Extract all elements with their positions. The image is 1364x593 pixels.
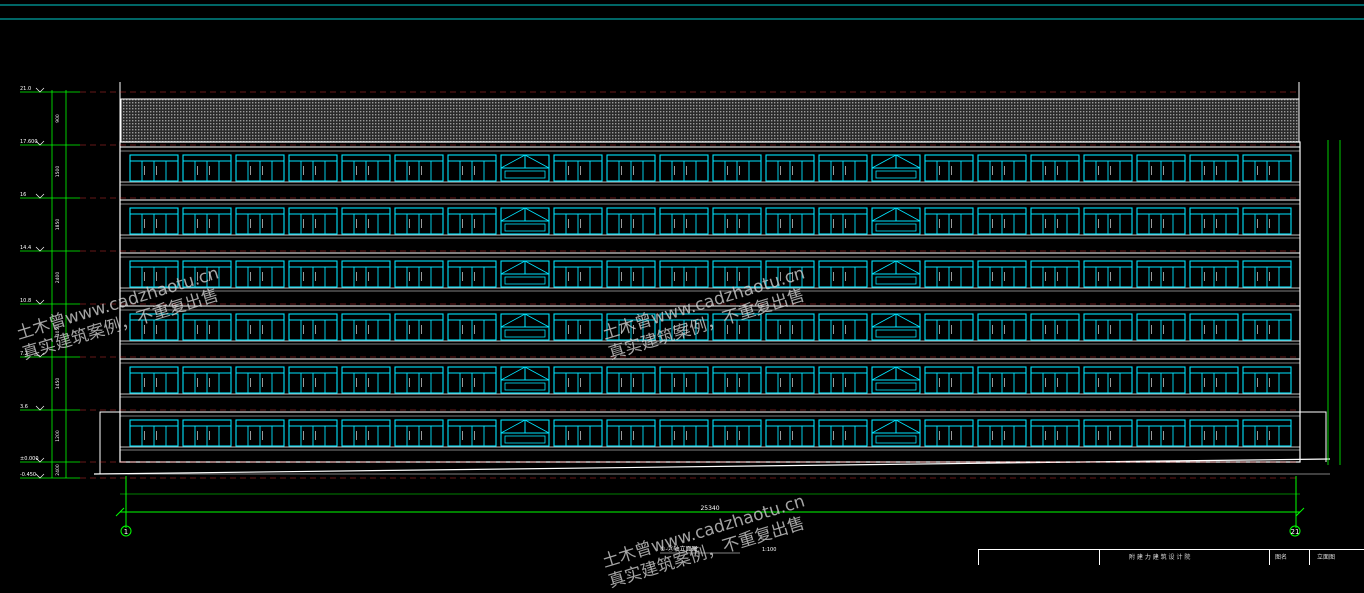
level-triangle [35, 473, 45, 479]
stair-window-diagonal [871, 419, 897, 434]
stair-window-diagonal [895, 366, 921, 381]
field-label-text: 图名 [1275, 554, 1288, 561]
stair-window-diagonal [871, 313, 897, 328]
stair-window-diagonal [871, 154, 897, 169]
stair-window-diagonal [871, 366, 897, 381]
level-label: 3.6 [20, 404, 28, 410]
title-block-cell-3: 图名 [1269, 550, 1310, 565]
dimension-label: 2400 [55, 464, 61, 476]
annex-left [99, 411, 120, 474]
dimension-label: 2400 [55, 272, 61, 284]
stair-window-pane [875, 223, 917, 232]
stair-window-pane [875, 435, 917, 444]
drawing-title: ①-㉑轴立面图 [660, 545, 698, 553]
stair-window-diagonal [500, 313, 526, 328]
dimension-label: 900 [55, 114, 61, 123]
stair-window-pane [504, 329, 546, 338]
dimension-label: 1500 [55, 166, 61, 178]
stair-window-diagonal [895, 313, 921, 328]
dim-tick-right [1295, 507, 1305, 517]
dimension-label: 1850 [55, 219, 61, 231]
level-label: ±0.000 [20, 456, 39, 462]
level-triangle [35, 405, 45, 411]
overall-dimension-text: 25340 [700, 505, 719, 512]
stair-window-pane [875, 329, 917, 338]
drawing-scale: 1:100 [762, 547, 776, 553]
title-block-cell-2: 附 建 力 建 筑 设 计 院 [1099, 550, 1270, 565]
stair-window-diagonal [895, 207, 921, 222]
level-triangle [35, 299, 45, 305]
level-triangle [35, 246, 45, 252]
stair-window-pane [875, 382, 917, 391]
dim-tick-left [115, 507, 125, 517]
stair-window-diagonal [524, 260, 550, 275]
level-triangle [35, 87, 45, 93]
level-label: 21.0 [20, 86, 31, 92]
stair-window-diagonal [500, 154, 526, 169]
level-triangle [35, 140, 45, 146]
dimension-label: 1050 [55, 325, 61, 337]
axis-bubble-right [1289, 525, 1301, 537]
level-triangle [35, 457, 45, 463]
level-triangle [35, 193, 45, 199]
floors-group [120, 146, 1300, 451]
stair-window-diagonal [500, 366, 526, 381]
stair-window-diagonal [524, 313, 550, 328]
ground-line [93, 458, 1331, 475]
stair-window-diagonal [871, 260, 897, 275]
stair-window-diagonal [524, 154, 550, 169]
design-unit-text: 附 建 力 建 筑 设 计 院 [1129, 554, 1191, 561]
axis-label-right: 21 [1291, 528, 1300, 536]
stair-window-diagonal [895, 419, 921, 434]
annex-right [1300, 411, 1327, 462]
stair-window-pane [504, 223, 546, 232]
level-label: 10.8 [20, 298, 31, 304]
stair-window-diagonal [895, 260, 921, 275]
stair-window-pane [504, 382, 546, 391]
stair-window-pane [875, 276, 917, 285]
level-triangle [35, 352, 45, 358]
stair-window-diagonal [895, 154, 921, 169]
stair-window-diagonal [500, 419, 526, 434]
stair-window-diagonal [500, 260, 526, 275]
roof-hatch [120, 98, 1300, 143]
level-label: 16 [20, 192, 26, 198]
dimension-label: 1450 [55, 378, 61, 390]
building-outline [119, 141, 1301, 463]
level-markers: 21.0 17.600 16 14.4 10.8 7.2 3.6 ±0.000 -0.450 90… [20, 86, 1341, 479]
field-value-text: 立面图 [1317, 554, 1336, 561]
axis-bubble-left [120, 525, 132, 537]
stair-window-diagonal [871, 207, 897, 222]
level-label: 7.2 [20, 351, 28, 357]
title-block-cell-4: 立面图 [1309, 550, 1364, 565]
stair-window-pane [504, 435, 546, 444]
level-label: 17.600 [20, 139, 38, 145]
stair-window-diagonal [500, 207, 526, 222]
stair-window-pane [504, 276, 546, 285]
stair-window-pane [504, 170, 546, 179]
axis-label-left: 1 [124, 528, 128, 536]
elevation-drawing: 1 21 25340 21.0 17.600 16 14.4 10.8 7.2 3.6 ±0.… [0, 4, 1364, 554]
title-block: 附 建 力 建 筑 设 计 院 图名 立面图 [978, 549, 1364, 565]
stair-window-pane [875, 170, 917, 179]
stair-window-diagonal [524, 419, 550, 434]
level-label: -0.450 [20, 472, 36, 478]
stair-window-diagonal [524, 207, 550, 222]
title-block-cell-1 [979, 550, 1100, 565]
dimension-label: 1200 [55, 430, 61, 442]
level-label: 14.4 [20, 245, 31, 251]
stair-window-diagonal [524, 366, 550, 381]
